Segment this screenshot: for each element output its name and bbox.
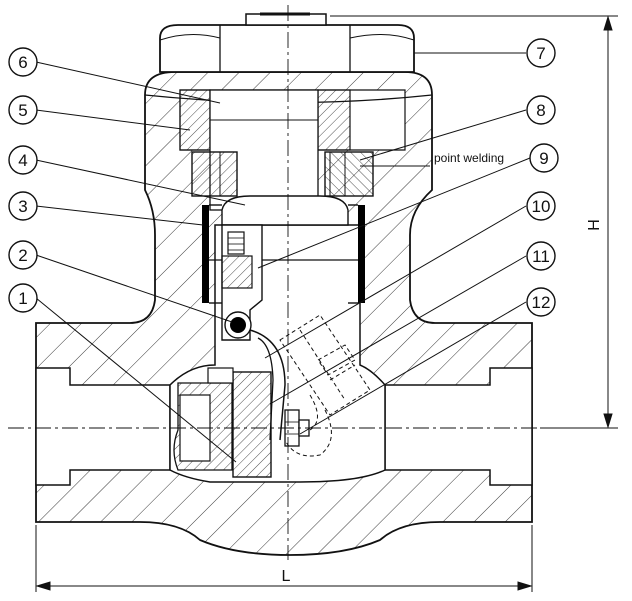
callout-12-label: 12 xyxy=(532,293,551,312)
leader-lines xyxy=(35,52,531,463)
callout-6-label: 6 xyxy=(18,53,27,72)
callout-2: 2 xyxy=(8,240,38,270)
centerlines xyxy=(8,5,620,560)
callout-1-label: 1 xyxy=(18,289,27,308)
hinge-assembly xyxy=(221,224,263,341)
packing-rings xyxy=(191,151,374,197)
callout-4: 4 xyxy=(8,145,38,175)
callout-12: 12 xyxy=(526,287,556,317)
callout-3: 3 xyxy=(8,191,38,221)
callout-7-label: 7 xyxy=(536,44,545,63)
callout-8-label: 8 xyxy=(536,101,545,120)
callout-2-label: 2 xyxy=(18,246,27,265)
callout-9-label: 9 xyxy=(539,149,548,168)
callout-4-label: 4 xyxy=(18,151,27,170)
callout-11: 11 xyxy=(526,241,556,271)
point-welding-note: point welding xyxy=(434,151,504,165)
dimension-l xyxy=(35,525,533,592)
callout-9: 9 xyxy=(529,143,559,173)
bonnet-nut xyxy=(159,12,415,73)
dimension-h xyxy=(330,15,618,429)
callout-10: 10 xyxy=(526,191,556,221)
callout-10-label: 10 xyxy=(532,197,551,216)
callout-5-label: 5 xyxy=(18,101,27,120)
callout-6: 6 xyxy=(8,47,38,77)
gasket xyxy=(202,204,365,304)
cap xyxy=(221,195,349,226)
callout-11-label: 11 xyxy=(532,247,550,266)
dimension-h-label: H xyxy=(586,219,603,231)
callout-1: 1 xyxy=(8,283,38,313)
callout-3-label: 3 xyxy=(18,197,27,216)
dimension-l-label: L xyxy=(282,568,291,585)
callout-8: 8 xyxy=(526,95,556,125)
callout-5: 5 xyxy=(8,95,38,125)
callout-7: 7 xyxy=(526,38,556,68)
